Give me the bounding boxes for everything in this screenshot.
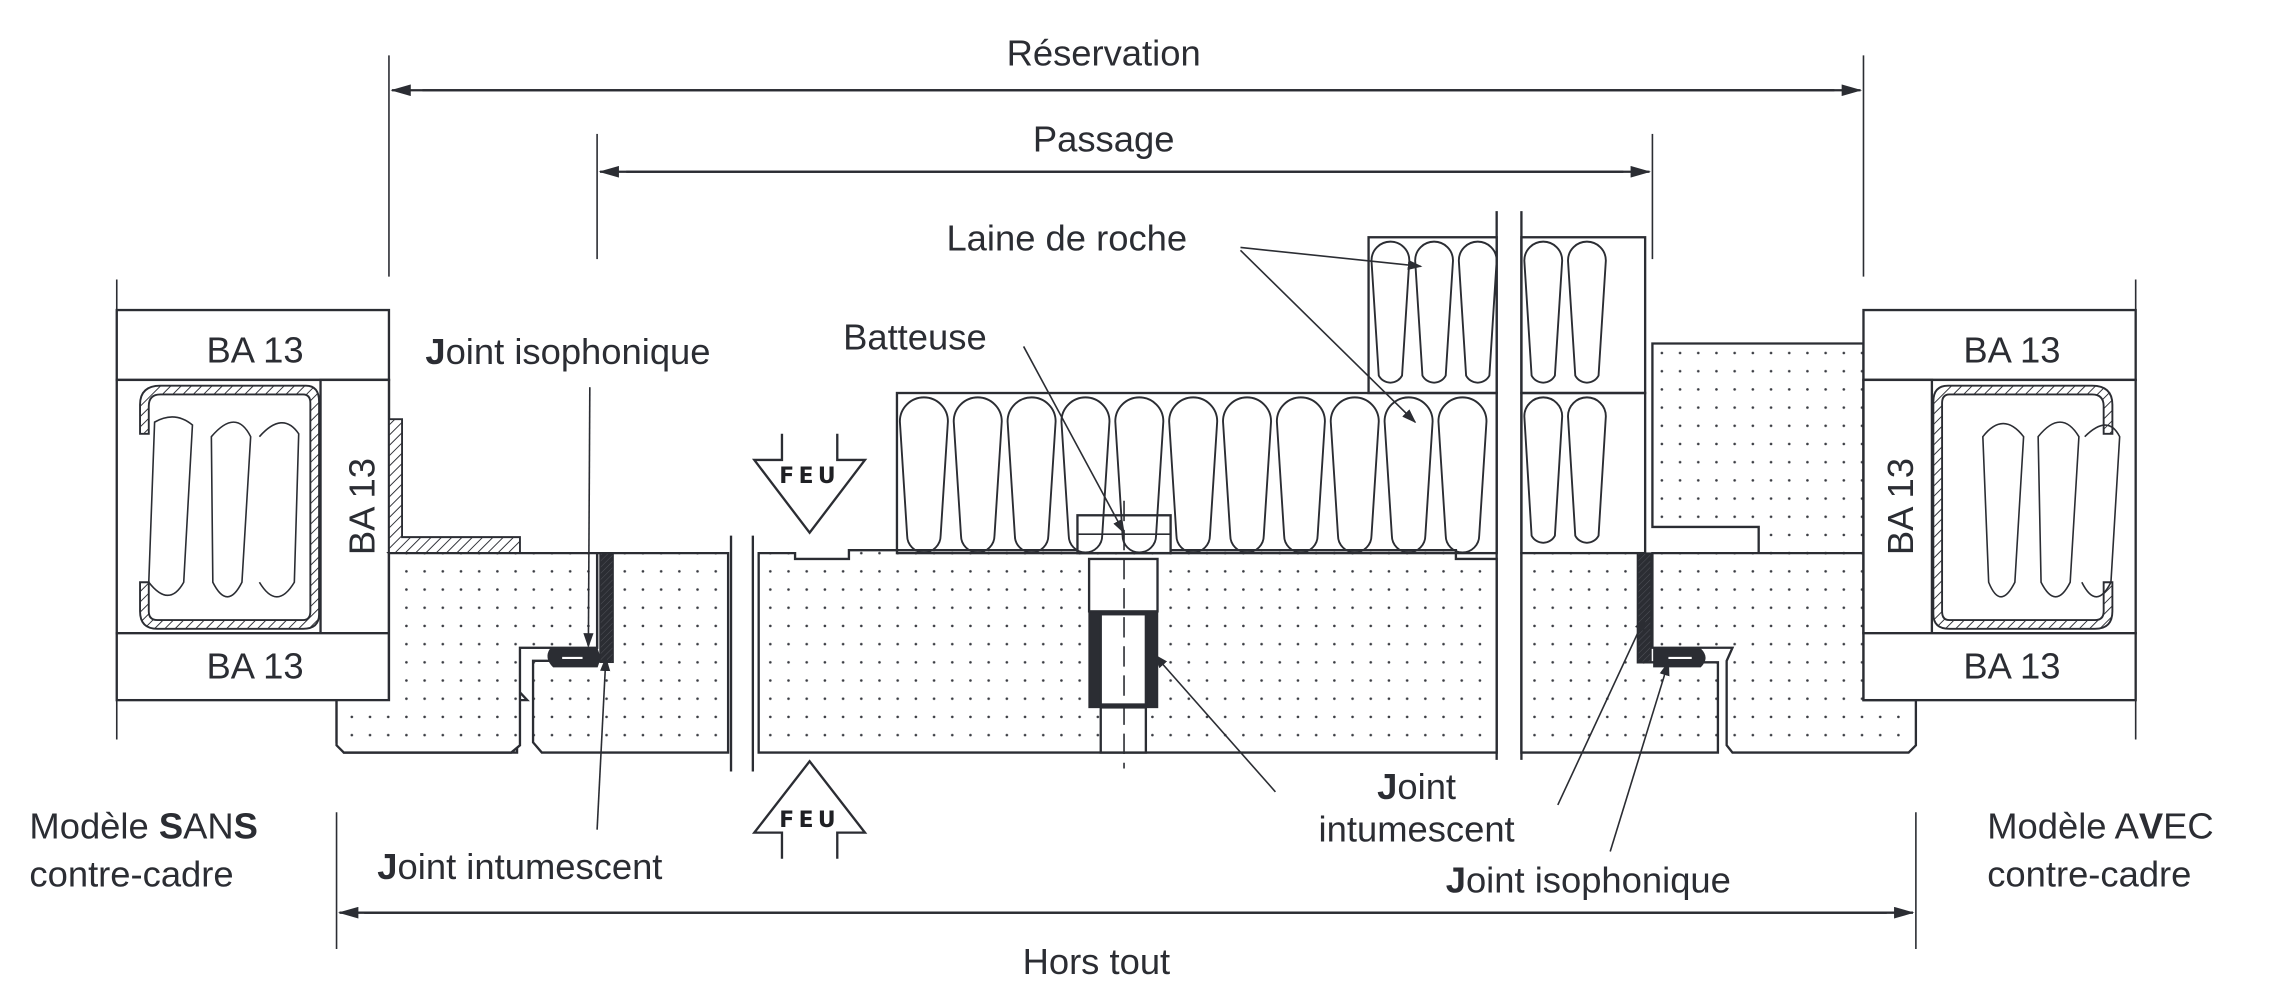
left-frame: [335, 551, 599, 754]
rock-wool-fibers: [898, 396, 1488, 554]
right-intumescent-joint: [1637, 552, 1652, 664]
rock-wool-fiber: [1222, 396, 1272, 554]
left-bottom-board: [115, 632, 391, 702]
left-stud-wool: [147, 416, 194, 597]
hors-tout-label: Hors tout: [1023, 941, 1171, 982]
rock-wool-lower: [895, 391, 1498, 555]
rock-wool-fiber: [1370, 240, 1411, 384]
rock-wool-fiber: [1457, 240, 1498, 384]
rock-wool-fiber: [1006, 396, 1057, 554]
joint-isophonique-left-label: Joint isophonique: [425, 331, 710, 372]
reservation-label: Réservation: [1007, 33, 1201, 74]
joint-intumescent-center-label-line1: Joint: [1377, 766, 1456, 807]
passage-label: Passage: [1033, 118, 1175, 159]
leader-lines: [583, 246, 1670, 852]
rock-wool-fiber: [1060, 396, 1111, 554]
right-wall: BA 13 BA 13 BA 13: [1862, 279, 2137, 740]
left-bottom-board-label: BA 13: [206, 645, 303, 686]
rock-wool-fiber: [1414, 240, 1454, 384]
fire-side-arrow-bottom: FEU: [751, 759, 868, 859]
left-top-board-label: BA 13: [206, 329, 303, 370]
left-intumescent-joint: [599, 552, 614, 664]
joint-intumescent-left-label: Joint intumescent: [377, 846, 662, 887]
dimension-hors-tout: Hors tout: [335, 812, 1917, 982]
rock-wool-fiber: [1523, 396, 1564, 544]
right-contre-cadre: [1651, 342, 1865, 555]
rock-wool-fiber: [1275, 396, 1326, 554]
model-sans-label-line2: contre-cadre: [29, 853, 233, 894]
joint-intumescent-center-label-line2: intumescent: [1319, 808, 1515, 849]
feu-top-label: FEU: [779, 464, 840, 489]
right-side-board: [1862, 378, 1934, 635]
right-metal-stud: [1932, 384, 2114, 630]
model-avec-label-line1: Modèle AVEC: [1987, 805, 2213, 846]
batteuse-label: Batteuse: [843, 316, 987, 357]
rock-wool-fiber: [898, 396, 949, 554]
rock-wool-fiber: [1168, 396, 1219, 554]
right-top-board-label: BA 13: [1963, 329, 2060, 370]
rock-wool-fiber: [1567, 396, 1607, 544]
rock-wool-upper-right: [1520, 236, 1647, 395]
rock-wool-upper-left: [1367, 236, 1498, 395]
rock-wool-fiber: [1383, 396, 1434, 554]
rock-wool-fibers: [1523, 240, 1607, 384]
rock-wool-fibers: [1523, 396, 1607, 544]
left-angle-trim: [388, 418, 521, 555]
left-side-board-label: BA 13: [341, 458, 382, 555]
feu-bottom-label: FEU: [779, 808, 840, 833]
dimension-reservation: Réservation: [388, 33, 1865, 277]
model-avec-label-line2: contre-cadre: [1987, 853, 2191, 894]
rock-wool-fiber: [1567, 240, 1607, 384]
left-side-board: [319, 378, 391, 635]
rock-wool-fiber: [1114, 396, 1165, 554]
rock-wool-fiber: [1437, 396, 1488, 554]
left-wall: BA 13 BA 13 BA 13: [115, 279, 391, 740]
right-stud-wool: [1982, 422, 2025, 598]
joint-isophonique-right-label: Joint isophonique: [1446, 859, 1731, 900]
rock-wool-fiber: [952, 396, 1003, 554]
dimension-passage: Passage: [596, 118, 1654, 260]
right-bottom-board: [1862, 632, 2137, 702]
model-sans-label-line1: Modèle SANS: [29, 805, 257, 846]
rock-wool-fiber: [1329, 396, 1380, 554]
rock-wool-right-lower: [1520, 391, 1647, 555]
right-side-board-label: BA 13: [1880, 458, 1921, 555]
right-bottom-board-label: BA 13: [1963, 645, 2060, 686]
rock-wool-fiber: [1523, 240, 1564, 384]
laine-de-roche-label: Laine de roche: [946, 217, 1187, 258]
fire-side-arrow-top: FEU: [751, 433, 868, 535]
rock-wool-fibers: [1370, 240, 1498, 384]
